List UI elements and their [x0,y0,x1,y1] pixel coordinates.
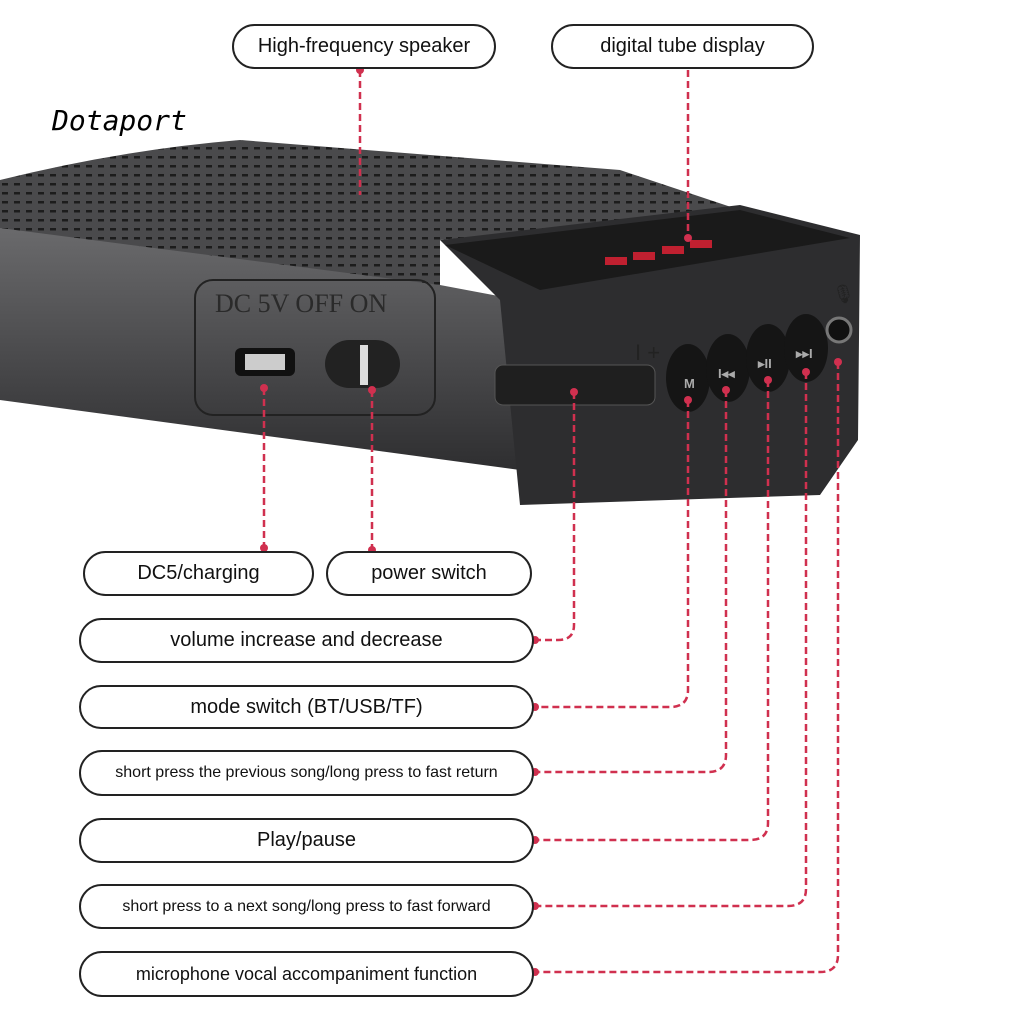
connector-next [535,372,808,908]
prev-button-marking: I◂◂ [718,366,735,381]
digital-display-digits [605,240,712,265]
panel-marking: DC 5V OFF ON [215,289,387,318]
label-speaker: High-frequency speaker [232,24,496,69]
mic-icon: 🎙 [832,284,855,304]
mode-button-marking: M [684,376,695,391]
brand-logo: Dotaport [52,104,187,137]
control-panel [194,279,436,416]
connector-mode [535,400,690,709]
label-display: digital tube display [551,24,814,69]
next-button-marking: ▸▸I [795,346,813,361]
volume-marking: I + [635,340,660,365]
connector-play [535,380,770,842]
buttons [666,314,828,412]
mic-jack [825,316,853,344]
label-play: Play/pause [79,818,534,863]
connector-previous [535,390,728,774]
label-charging: DC5/charging [83,551,314,596]
label-volume: volume increase and decrease [79,618,534,663]
label-power: power switch [326,551,532,596]
connector-volume [535,392,576,642]
connector-microphone [535,362,840,974]
play-button-marking: ▸II [757,356,772,371]
label-microphone: microphone vocal accompaniment function [79,951,534,997]
label-mode: mode switch (BT/USB/TF) [79,685,534,729]
label-next: short press to a next song/long press to… [79,884,534,929]
display-panel [445,210,850,290]
label-previous: short press the previous song/long press… [79,750,534,796]
